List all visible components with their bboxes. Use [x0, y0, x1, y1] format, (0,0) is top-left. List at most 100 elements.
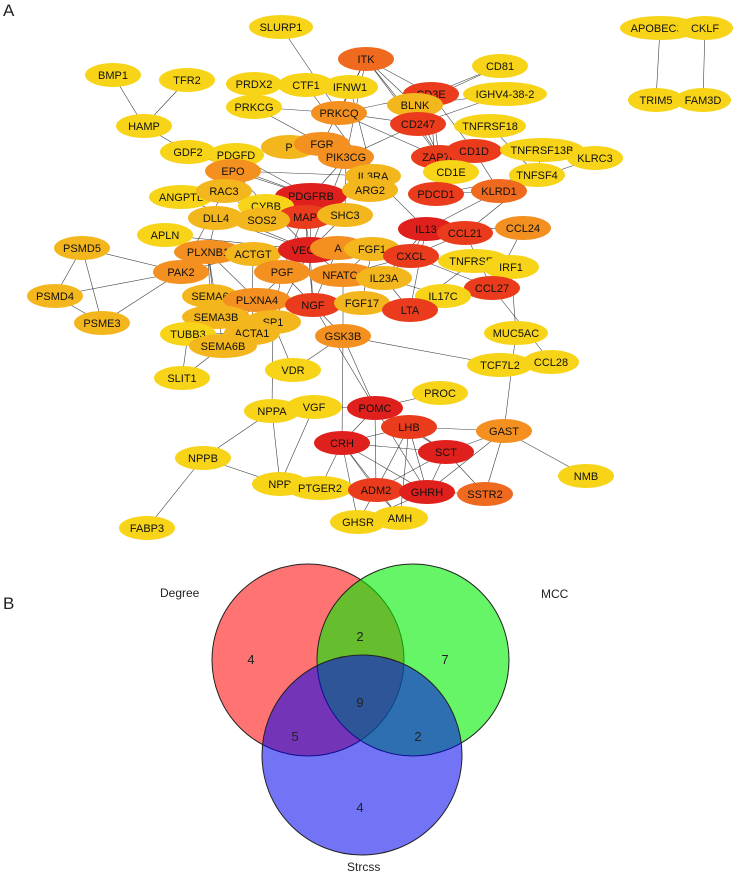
network-node: PAK2: [153, 260, 209, 284]
node-ellipse: [509, 163, 565, 187]
network-node: PLXNA4: [223, 288, 291, 312]
network-node: CD1E: [423, 160, 479, 184]
network-edge: [312, 304, 376, 409]
node-ellipse: [484, 321, 548, 345]
node-ellipse: [278, 73, 334, 97]
node-label: POMC: [359, 403, 392, 415]
network-node: FAM3D: [675, 88, 731, 112]
network-edge: [702, 27, 706, 101]
network-edge: [280, 26, 340, 114]
node-ellipse: [234, 208, 290, 232]
node-ellipse: [387, 93, 443, 117]
node-ellipse: [334, 291, 390, 315]
node-label: CCL21: [448, 228, 482, 240]
node-label: CD81: [486, 61, 514, 73]
network-node: CCL24: [495, 216, 551, 240]
node-ellipse: [27, 284, 83, 308]
network-edge: [503, 332, 517, 432]
node-label: SEMA3B: [194, 312, 239, 324]
node-ellipse: [85, 63, 141, 87]
network-node: DLL4: [188, 206, 244, 230]
node-ellipse: [348, 478, 404, 502]
network-node: NPPB: [175, 446, 231, 470]
node-ellipse: [483, 255, 539, 279]
network-edge: [409, 228, 427, 311]
network-node: PRKCG: [226, 95, 282, 119]
network-node: PDCD1: [408, 182, 464, 206]
network-node: ACTGT: [225, 242, 281, 266]
node-label: IL13: [415, 224, 436, 236]
network-node: PLXNB1: [174, 240, 242, 264]
node-label: BLNK: [401, 100, 430, 112]
network-node: LTA: [382, 298, 438, 322]
node-ellipse: [464, 276, 520, 300]
network-node: CXCL: [383, 244, 439, 268]
panel-b-label: B: [3, 594, 14, 613]
venn-set-label-stress: Strcss: [347, 860, 380, 874]
node-label: IGHV4-38-2: [476, 89, 535, 101]
node-ellipse: [189, 334, 257, 358]
node-label: ACTGT: [234, 249, 272, 261]
node-ellipse: [382, 298, 438, 322]
network-node: SCT: [418, 440, 474, 464]
network-node: CD1D: [446, 139, 502, 163]
network-node: GDF2: [160, 140, 216, 164]
node-ellipse: [174, 240, 242, 264]
network-edge: [655, 27, 661, 101]
network-node: IGHV4-38-2: [463, 82, 547, 106]
node-label: SLIT1: [167, 373, 196, 385]
node-ellipse: [523, 350, 579, 374]
network-node: PROC: [412, 381, 468, 405]
network-edge: [279, 406, 315, 485]
node-label: PRKCQ: [319, 108, 359, 120]
node-label: PGF: [271, 267, 294, 279]
network-node: IL23A: [356, 266, 412, 290]
venn-count-degree-stress: 5: [291, 729, 298, 744]
node-label: A: [334, 243, 342, 255]
node-label: AMH: [388, 513, 413, 525]
node-ellipse: [620, 16, 700, 40]
node-ellipse: [225, 242, 281, 266]
network-node: FGF17: [334, 291, 390, 315]
node-label: PROC: [424, 388, 456, 400]
node-label: SSTR2: [467, 489, 502, 501]
node-ellipse: [311, 101, 367, 125]
node-ellipse: [223, 288, 291, 312]
node-ellipse: [226, 72, 282, 96]
node-label: GSK3B: [325, 331, 362, 343]
node-label: SOS2: [247, 215, 276, 227]
node-label: EPO: [221, 166, 245, 178]
network-node: LHB: [381, 415, 437, 439]
node-ellipse: [254, 260, 310, 284]
node-label: TCF7L2: [480, 360, 520, 372]
panel-a-label: A: [3, 1, 15, 20]
node-label: LHB: [398, 422, 419, 434]
network-node: PRDX2: [226, 72, 282, 96]
node-label: ANGPTL: [159, 192, 203, 204]
node-label: RAC3: [209, 186, 238, 198]
node-label: FAM3D: [685, 95, 722, 107]
node-label: HAMP: [128, 121, 160, 133]
node-ellipse: [567, 146, 623, 170]
network-edge: [342, 335, 376, 409]
network-node: CD81: [472, 54, 528, 78]
network-edge: [271, 410, 281, 485]
node-label: VDR: [281, 365, 304, 377]
network-node: NGF: [285, 293, 341, 317]
node-ellipse: [372, 506, 428, 530]
network-node: ITK: [338, 47, 394, 71]
venn-count-degree-only: 4: [247, 652, 254, 667]
node-ellipse: [472, 54, 528, 78]
node-label: ARG2: [355, 185, 385, 197]
node-label: CD1D: [459, 146, 489, 158]
network-node: MUC5AC: [484, 321, 548, 345]
node-ellipse: [476, 419, 532, 443]
node-label: NMB: [574, 471, 598, 483]
node-ellipse: [137, 223, 193, 247]
node-ellipse: [265, 358, 321, 382]
node-label: PLXNB1: [187, 247, 229, 259]
node-label: CCL24: [506, 223, 540, 235]
node-label: APOBEC3F: [631, 23, 690, 35]
node-label: SEMA6: [191, 291, 228, 303]
node-label: GHSR: [342, 517, 374, 529]
